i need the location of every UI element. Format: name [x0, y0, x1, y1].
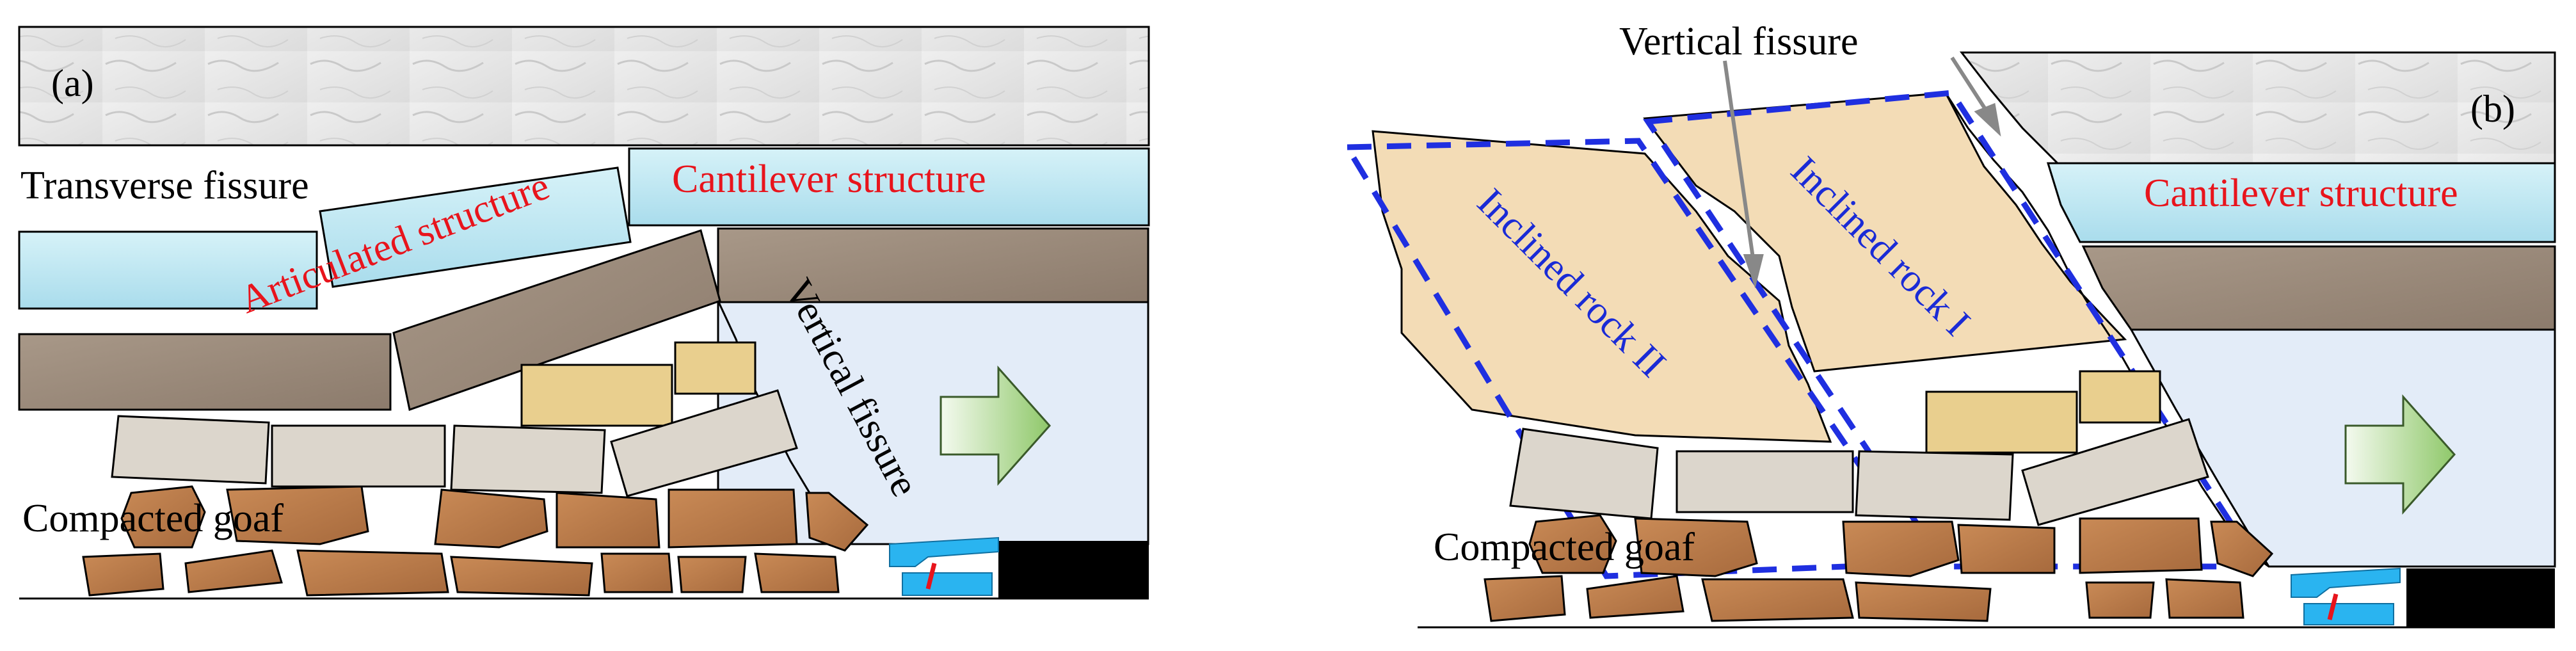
cantilever-structure-label: Cantilever structure [2144, 172, 2458, 215]
goaf-fragment [226, 485, 369, 545]
roof-stratum [18, 26, 1150, 147]
brown-stratum-right [717, 227, 1149, 303]
goaf-fragment [450, 556, 593, 597]
goaf-fragment [2210, 520, 2274, 577]
goaf-fragment [668, 488, 798, 549]
brown-block-rotated [392, 229, 721, 411]
grey-block [2021, 418, 2209, 526]
goaf-fragment [1701, 578, 1854, 622]
compacted-goaf-label: Compacted goaf [22, 497, 284, 540]
goaf-fragment [677, 556, 747, 593]
inclined-rock-1 [1643, 92, 2127, 373]
brown-stratum-right [2081, 245, 2556, 331]
panel-b: Vertical fissure (b) Cantilever structur… [1342, 20, 2556, 629]
grey-block [111, 415, 270, 485]
goaf-fragment [1957, 524, 2056, 574]
goaf-fragment [1634, 517, 1758, 577]
cyan-block-left [18, 230, 318, 310]
panel-a: (a) Transverse fissure Cantilever struct… [18, 26, 1150, 600]
goaf-fragment [1484, 575, 1566, 622]
goaf-fragments [82, 485, 869, 597]
cantilever-stratum [2046, 162, 2556, 243]
goaf-fragment [2085, 581, 2155, 619]
sand-block [674, 341, 756, 395]
coal-seam-block [2406, 568, 2555, 627]
goaf-fragment [805, 492, 869, 552]
goaf-fragment [184, 549, 283, 593]
sand-block [1925, 390, 2078, 454]
goaf-fragment [600, 552, 673, 593]
articulated-block [319, 166, 632, 288]
cantilever-structure-label: Cantilever structure [672, 157, 986, 201]
vertical-fissure-pointer [1723, 56, 2001, 289]
goaf-fragment [1586, 575, 1684, 619]
goaf-fragment [1855, 581, 1992, 622]
grey-block [1509, 428, 1659, 520]
goaf-fragments [1484, 514, 2274, 622]
goaf-fragment [754, 552, 840, 593]
goaf-fragment [82, 552, 164, 597]
goaf-fragment [2165, 578, 2244, 619]
cantilever-stratum [628, 147, 1150, 227]
grey-block [450, 424, 606, 494]
transverse-fissure-label: Transverse fissure [20, 164, 309, 207]
goaf-fragment [1842, 520, 1960, 577]
dashed-outline-rock-1 [1643, 90, 2265, 570]
advance-arrow-icon [2344, 394, 2456, 515]
goaf-fragment [556, 492, 660, 549]
advance-arrow-icon [940, 366, 1052, 486]
sand-block [2079, 370, 2161, 424]
compacted-goaf-label: Compacted goaf [1434, 526, 1695, 569]
sand-block [520, 364, 673, 427]
panel-label: (b) [2470, 88, 2515, 130]
inclined-rock-2 [1372, 130, 1832, 443]
panel-label: (a) [51, 62, 94, 104]
coal-seam-block [998, 541, 1149, 599]
hydraulic-support-icon [889, 536, 999, 596]
goaf-fragment [120, 485, 206, 549]
grey-block [1855, 450, 2014, 521]
goaf-fragment [434, 488, 548, 549]
goaf-fragment [2079, 517, 2203, 574]
grey-block [610, 389, 798, 497]
goaf-fragment [1528, 514, 1617, 574]
roof-stratum [1959, 51, 2556, 165]
goaf-fragment [296, 549, 449, 597]
vertical-fissure-label: Vertical fissure [1619, 20, 1859, 63]
hydraulic-support-icon [2291, 567, 2401, 625]
grey-block [1676, 450, 1854, 513]
brown-stratum-left [18, 333, 392, 411]
grey-block [271, 424, 446, 488]
